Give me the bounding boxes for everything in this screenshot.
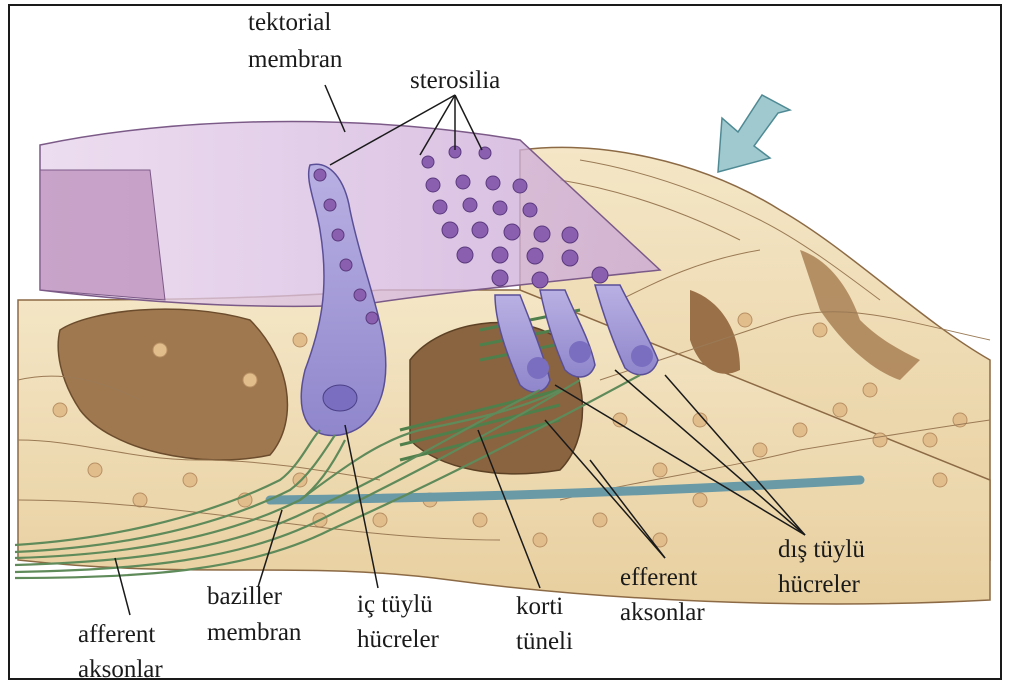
label-inner-hair-2: hücreler xyxy=(357,626,440,653)
label-stereocilia: sterosilia xyxy=(410,67,500,94)
label-inner-hair-1: iç tüylü xyxy=(357,591,433,618)
label-outer-hair-1: dış tüylü xyxy=(778,536,865,563)
inner-hair-cell-nucleus xyxy=(323,385,357,411)
label-tectorial-2: membran xyxy=(248,46,343,73)
label-afferent-2: aksonlar xyxy=(78,656,163,683)
arrow-down-left-icon xyxy=(718,95,790,172)
label-basilar-2: membran xyxy=(207,619,302,646)
label-basilar-1: baziller xyxy=(207,583,283,610)
label-corti-2: tüneli xyxy=(516,628,573,655)
label-efferent-2: aksonlar xyxy=(620,599,705,626)
label-afferent-1: afferent xyxy=(78,621,155,648)
label-corti-1: korti xyxy=(516,593,563,620)
label-outer-hair-2: hücreler xyxy=(778,571,861,598)
label-tectorial-1: tektorial xyxy=(248,9,331,36)
spiral-limbus xyxy=(40,170,165,300)
label-efferent-1: efferent xyxy=(620,564,697,591)
